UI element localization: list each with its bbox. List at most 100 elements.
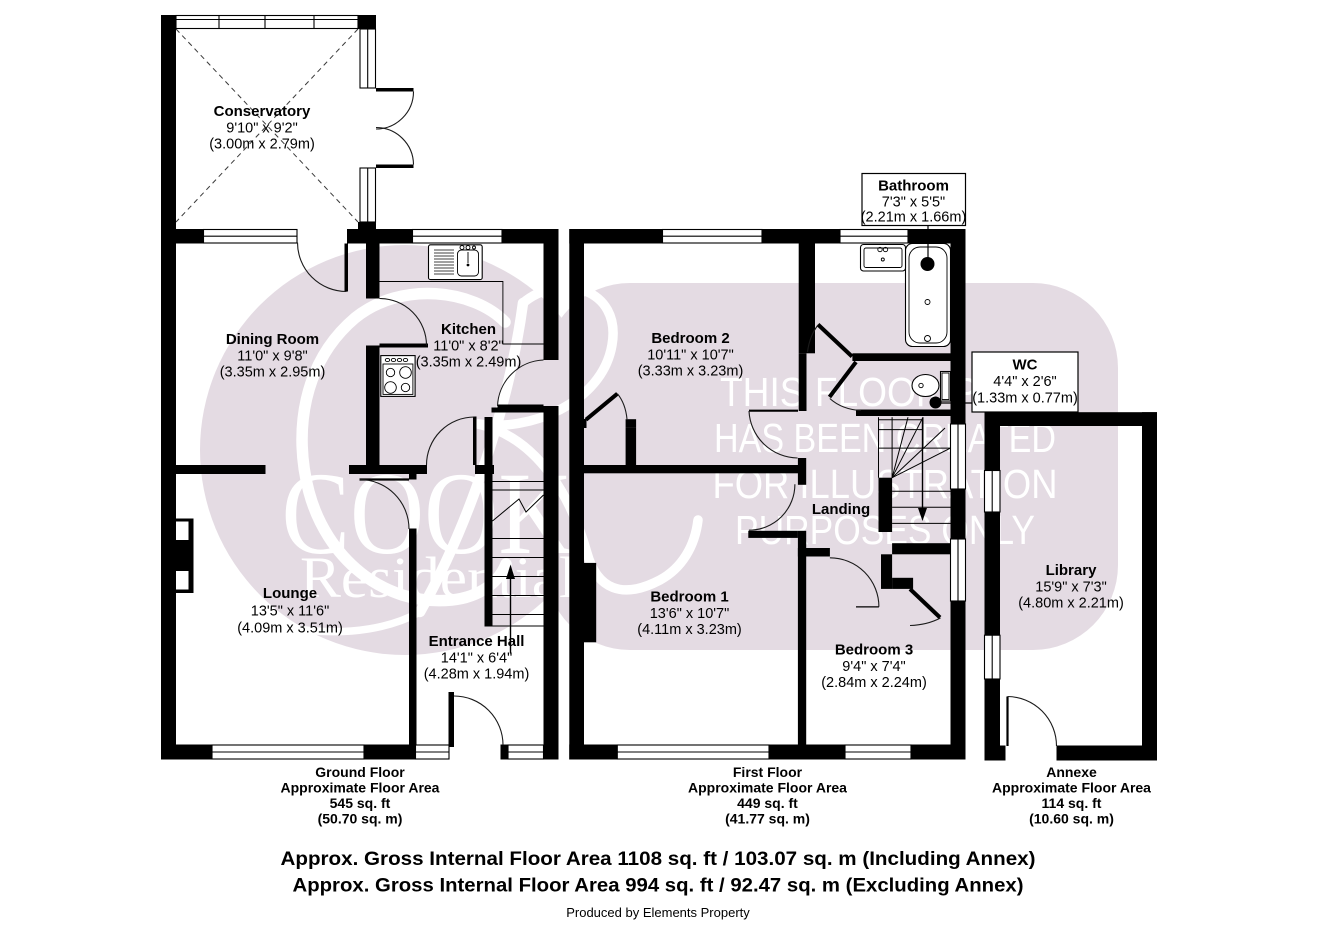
room-dim-text: 14'1" x 6'4"	[441, 650, 512, 666]
ground-floor-windows	[175, 14, 545, 760]
first-floor-plan	[569, 228, 967, 760]
wall-segment	[878, 477, 893, 532]
monogram-r-loop	[473, 282, 618, 430]
wall-segment	[797, 530, 807, 745]
caption-annexe: Annexe Approximate Floor Area 114 sq. ft…	[992, 764, 1151, 827]
plan-outline	[939, 370, 952, 402]
fixture-detail-line	[399, 366, 412, 379]
plan-rect	[176, 571, 189, 590]
annexe-walls	[984, 412, 1157, 761]
wall-segment	[748, 530, 798, 538]
fixture-detail-line	[472, 245, 476, 250]
wall-segment	[856, 409, 951, 416]
dining-kitchen-door	[379, 297, 428, 348]
door-swing-arc	[359, 478, 410, 530]
plan-outline	[911, 373, 940, 398]
fixture-detail-line	[941, 372, 950, 400]
floor-caption-text: 114 sq. ft	[1042, 795, 1102, 811]
wall-segment	[344, 243, 348, 292]
wall-segment	[1056, 745, 1157, 761]
wall-segment	[762, 229, 840, 244]
room-dim-text: 7'3" x 5'5"	[882, 194, 945, 210]
room-name-text: Dining Room	[226, 331, 319, 348]
wall-segment	[543, 406, 559, 760]
bathroom-label-box	[861, 172, 967, 260]
plan-rect	[176, 521, 189, 540]
monogram-r-leg	[473, 419, 703, 595]
fixture-detail-line	[465, 245, 471, 250]
landing-window-north	[949, 423, 967, 490]
door-swing-arc	[425, 416, 475, 466]
fixture-detail-line	[877, 246, 883, 253]
bathroom-sink	[859, 243, 907, 272]
stairs-up-arrow	[506, 564, 515, 654]
wall-segment	[569, 229, 584, 760]
room-label-bedroom-1: Bedroom 1 13'6" x 10'7" (4.11m x 3.23m)	[637, 589, 742, 639]
first-floor-stairs	[878, 416, 951, 532]
floor-caption-text: (50.70 sq. m)	[318, 811, 403, 827]
bathroom-leader-dot	[920, 257, 935, 271]
door-swing-arc	[829, 557, 880, 607]
conservatory-dining-door	[296, 242, 348, 293]
library-window-south	[983, 634, 1001, 680]
fixture-detail-line	[400, 382, 411, 393]
room-label-library: Library 15'9" x 7'3" (4.80m x 2.21m)	[1018, 562, 1124, 612]
door-leaf	[827, 360, 858, 399]
room-name-text: Bedroom 3	[835, 642, 913, 659]
room-label-bathroom: Bathroom 7'3" x 5'5" (2.21m x 1.66m)	[861, 178, 967, 226]
wall-segment	[569, 229, 663, 244]
wall-segment	[984, 679, 1000, 761]
room-label-kitchen: Kitchen 11'0" x 8'2" (3.35m x 2.49m)	[416, 321, 522, 371]
door-leaf	[908, 587, 942, 619]
fixture-detail-line	[396, 357, 403, 363]
wall-segment	[950, 489, 966, 539]
room-labels: Conservatory 9'10" x 9'2" (3.00m x 2.79m…	[209, 103, 1124, 691]
bedroom3-window	[844, 744, 912, 760]
floor-caption-text: 449 sq. ft	[737, 795, 798, 811]
wall-segment	[473, 416, 477, 465]
door-swing-arc	[375, 91, 415, 130]
wall-segment	[798, 353, 807, 411]
front-door	[448, 692, 504, 747]
room-dim-text: (3.35m x 2.49m)	[416, 355, 522, 371]
summary-line-1: Approx. Gross Internal Floor Area 1108 s…	[281, 848, 1036, 870]
bedroom2-window	[661, 228, 763, 244]
lounge-hall-door	[359, 478, 410, 530]
room-name-text: Bathroom	[878, 178, 949, 195]
door-swing-arc	[829, 398, 862, 412]
room-dim-text: (4.28m x 1.94m)	[424, 667, 530, 683]
wall-segment	[358, 15, 376, 29]
wall-segment	[569, 744, 618, 760]
wall-segment	[176, 465, 266, 474]
bathroom-door	[806, 323, 854, 358]
conservatory-top-window	[175, 14, 359, 30]
room-label-dining-room: Dining Room 11'0" x 9'8" (3.35m x 2.95m)	[220, 331, 326, 381]
room-name-text: Landing	[812, 501, 870, 518]
hall-window-west	[414, 744, 450, 760]
fixture-detail-line	[924, 299, 931, 305]
wall-segment	[1142, 412, 1157, 761]
wall-segment	[881, 554, 893, 589]
fixture-detail-line	[384, 357, 391, 363]
fixture-detail-line	[385, 367, 396, 378]
kitchen-stove	[380, 355, 416, 397]
arrow-head	[918, 508, 927, 521]
room-dim-text: 15'9" x 7'3"	[1035, 579, 1106, 595]
monogram-c-stroke	[296, 287, 512, 607]
room-label-landing: Landing	[812, 501, 870, 518]
door-swing-arc	[806, 324, 819, 353]
wall-segment	[984, 745, 1006, 761]
floor-caption-text: (41.77 sq. m)	[725, 811, 810, 827]
room-dim-text: (3.33m x 3.23m)	[638, 364, 744, 380]
room-name-text: Kitchen	[441, 321, 496, 338]
summary-block: Approx. Gross Internal Floor Area 1108 s…	[281, 848, 1036, 920]
room-label-entrance-hall: Entrance Hall 14'1" x 6'4" (4.28m x 1.94…	[424, 633, 530, 683]
wall-segment	[950, 601, 966, 760]
stair-break-line	[492, 494, 544, 522]
room-dim-text: 11'0" x 9'8"	[237, 348, 307, 364]
wall-segment	[500, 744, 508, 760]
credit-line: Produced by Elements Property	[566, 905, 750, 920]
wall-segment	[376, 164, 414, 168]
bathroom-window	[839, 228, 909, 244]
room-name-text: Lounge	[263, 585, 317, 602]
